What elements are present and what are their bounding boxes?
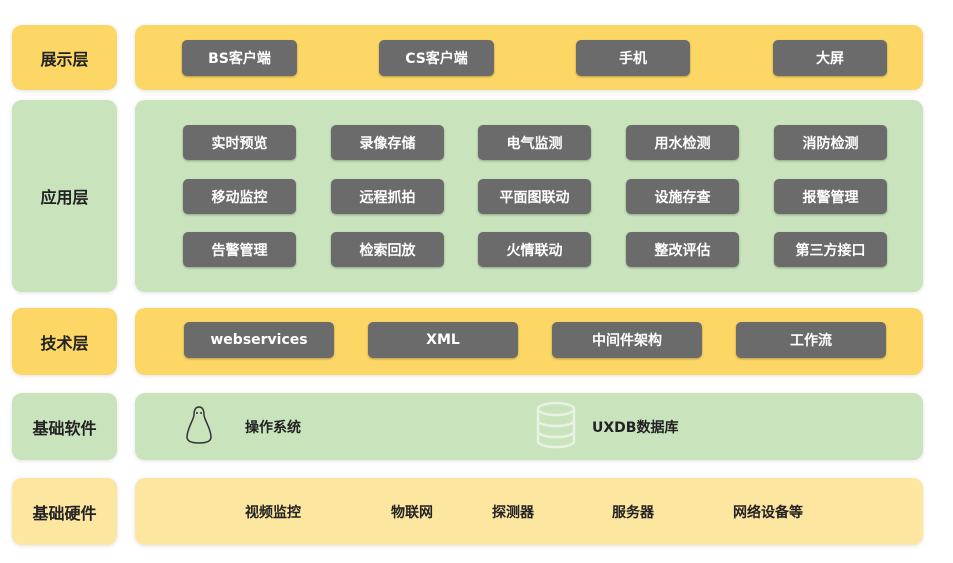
app-item: 录像存储 xyxy=(331,125,444,160)
app-item: 告警管理 xyxy=(183,232,296,267)
item-iot: 物联网 xyxy=(391,504,433,521)
app-item: 消防检测 xyxy=(774,125,887,160)
layer-label-hardware: 基础硬件 xyxy=(12,478,117,545)
app-item: 平面图联动 xyxy=(478,179,591,214)
layer-label-application: 应用层 xyxy=(12,100,117,292)
linux-penguin-icon xyxy=(186,406,212,444)
hardware-panel: 视频监控 物联网 探测器 服务器 网络设备等 xyxy=(135,478,923,545)
presentation-panel: BS客户端 CS客户端 手机 大屏 xyxy=(135,25,923,90)
item-database: UXDB数据库 xyxy=(592,419,679,436)
item-server: 服务器 xyxy=(612,504,654,521)
technology-panel: webservices XML 中间件架构 工作流 xyxy=(135,308,923,375)
item-bs-client: BS客户端 xyxy=(182,40,297,76)
app-item: 移动监控 xyxy=(183,179,296,214)
app-item: 第三方接口 xyxy=(774,232,887,267)
item-xml: XML xyxy=(368,322,518,358)
app-item: 设施存查 xyxy=(626,179,739,214)
item-webservices: webservices xyxy=(184,322,334,358)
item-mobile: 手机 xyxy=(576,40,690,76)
layer-label-software: 基础软件 xyxy=(12,393,117,460)
app-item: 整改评估 xyxy=(626,232,739,267)
item-middleware: 中间件架构 xyxy=(552,322,702,358)
item-cs-client: CS客户端 xyxy=(379,40,494,76)
item-detector: 探测器 xyxy=(492,504,534,521)
item-video-surveillance: 视频监控 xyxy=(245,504,301,521)
app-item: 远程抓拍 xyxy=(331,179,444,214)
app-item: 电气监测 xyxy=(478,125,591,160)
item-network-devices: 网络设备等 xyxy=(733,504,803,521)
app-item: 用水检测 xyxy=(626,125,739,160)
database-icon xyxy=(536,401,576,449)
app-item: 检索回放 xyxy=(331,232,444,267)
app-item: 实时预览 xyxy=(183,125,296,160)
item-workflow: 工作流 xyxy=(736,322,886,358)
app-item: 火情联动 xyxy=(478,232,591,267)
application-panel: 实时预览录像存储电气监测用水检测消防检测移动监控远程抓拍平面图联动设施存查报警管… xyxy=(135,100,923,292)
software-panel: 操作系统 UXDB数据库 xyxy=(135,393,923,460)
app-item: 报警管理 xyxy=(774,179,887,214)
layer-label-technology: 技术层 xyxy=(12,308,117,375)
item-os: 操作系统 xyxy=(245,419,301,436)
item-big-screen: 大屏 xyxy=(773,40,887,76)
layer-label-presentation: 展示层 xyxy=(12,25,117,90)
